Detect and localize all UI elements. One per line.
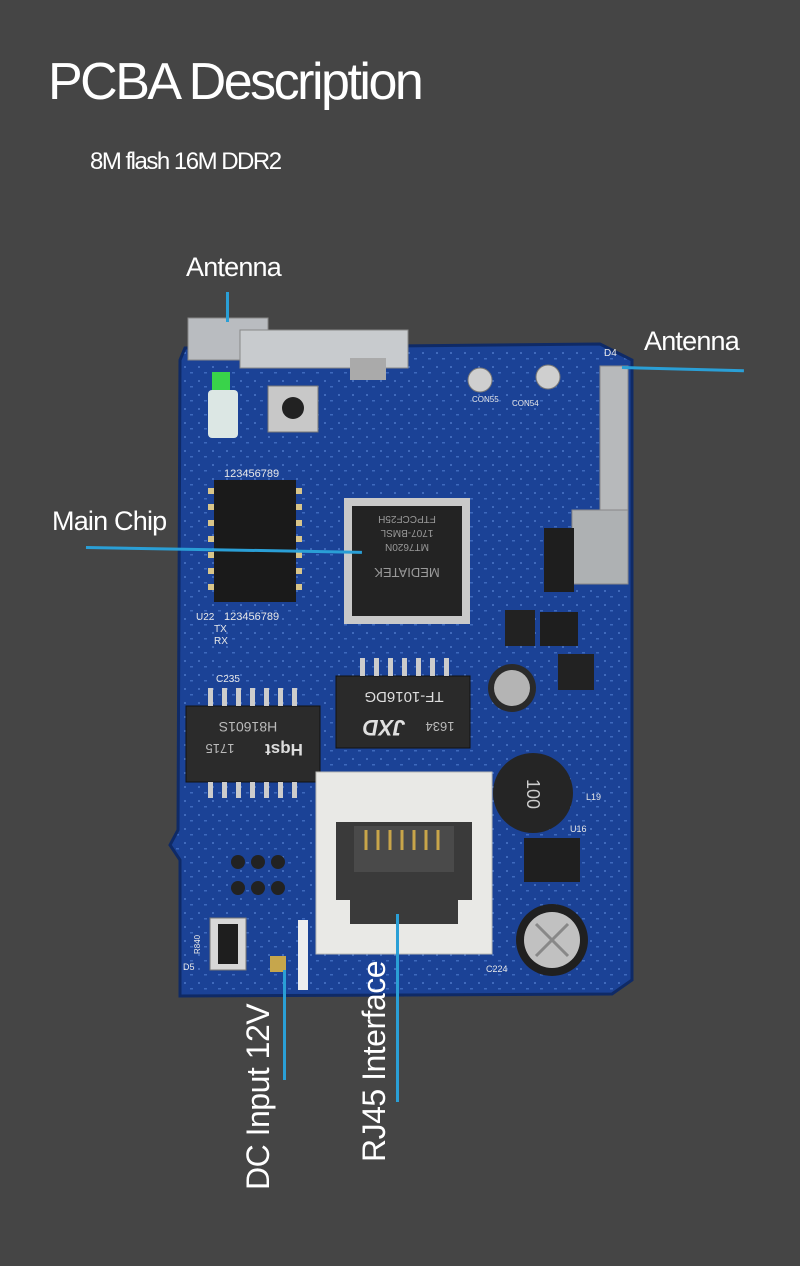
header-holes: [231, 855, 285, 895]
antenna-right-metal: [571, 365, 629, 585]
capacitor-large: [516, 904, 588, 976]
svg-text:CON55: CON55: [472, 395, 499, 404]
svg-text:L19: L19: [586, 792, 601, 802]
green-led: [208, 372, 238, 438]
transformer-2: TF-1016DG JXD 1634: [335, 658, 471, 749]
svg-text:100: 100: [523, 779, 543, 809]
flash-chip: [208, 480, 302, 602]
rj45-callout-line: [396, 914, 399, 1102]
svg-text:TX: TX: [214, 624, 227, 635]
svg-text:U16: U16: [570, 824, 587, 834]
svg-text:C235: C235: [216, 674, 240, 685]
svg-text:JXD: JXD: [362, 715, 405, 740]
main-chip-label: Main Chip: [52, 506, 167, 536]
svg-text:U22: U22: [196, 612, 215, 623]
svg-text:FTPCCF25H: FTPCCF25H: [378, 513, 436, 524]
svg-text:Hqst: Hqst: [265, 740, 303, 759]
svg-text:1707-BMSL: 1707-BMSL: [380, 527, 433, 538]
svg-text:D5: D5: [183, 962, 195, 972]
transformer-1: H81601S 1715 Hqst: [185, 688, 321, 798]
svg-text:D4: D4: [604, 348, 617, 359]
page-title: PCBA Description: [48, 53, 424, 111]
svg-text:RX: RX: [214, 636, 228, 647]
rj45-label: RJ45 Interface: [356, 960, 392, 1162]
page-subtitle: 8M flash 16M DDR2: [90, 148, 282, 175]
dc-input-label: DC Input 12V: [240, 1003, 276, 1190]
antenna-right-label: Antenna: [644, 326, 740, 356]
antenna-top-callout-line: [226, 292, 229, 322]
svg-text:MEDIATEK: MEDIATEK: [374, 565, 440, 580]
svg-text:C224: C224: [486, 964, 508, 974]
svg-text:123456789: 123456789: [224, 468, 279, 480]
svg-text:MT7620N: MT7620N: [385, 541, 429, 552]
svg-text:1715: 1715: [206, 741, 235, 756]
rj45-jack: [315, 771, 493, 955]
svg-text:1634: 1634: [426, 719, 455, 734]
svg-text:R840: R840: [193, 934, 202, 954]
svg-text:H81601S: H81601S: [219, 719, 277, 735]
main-chip-part: MEDIATEK MT7620N 1707-BMSL FTPCCF25H: [344, 498, 470, 624]
svg-text:TF-1016DG: TF-1016DG: [364, 688, 443, 705]
antenna-top-metal: [187, 317, 409, 380]
svg-text:CON54: CON54: [512, 399, 539, 408]
inductor: 100: [493, 753, 573, 833]
svg-text:123456789: 123456789: [224, 611, 279, 623]
capacitor-small: [488, 664, 536, 712]
dc-input-callout-line: [283, 970, 286, 1080]
antenna-top-label: Antenna: [186, 252, 282, 282]
